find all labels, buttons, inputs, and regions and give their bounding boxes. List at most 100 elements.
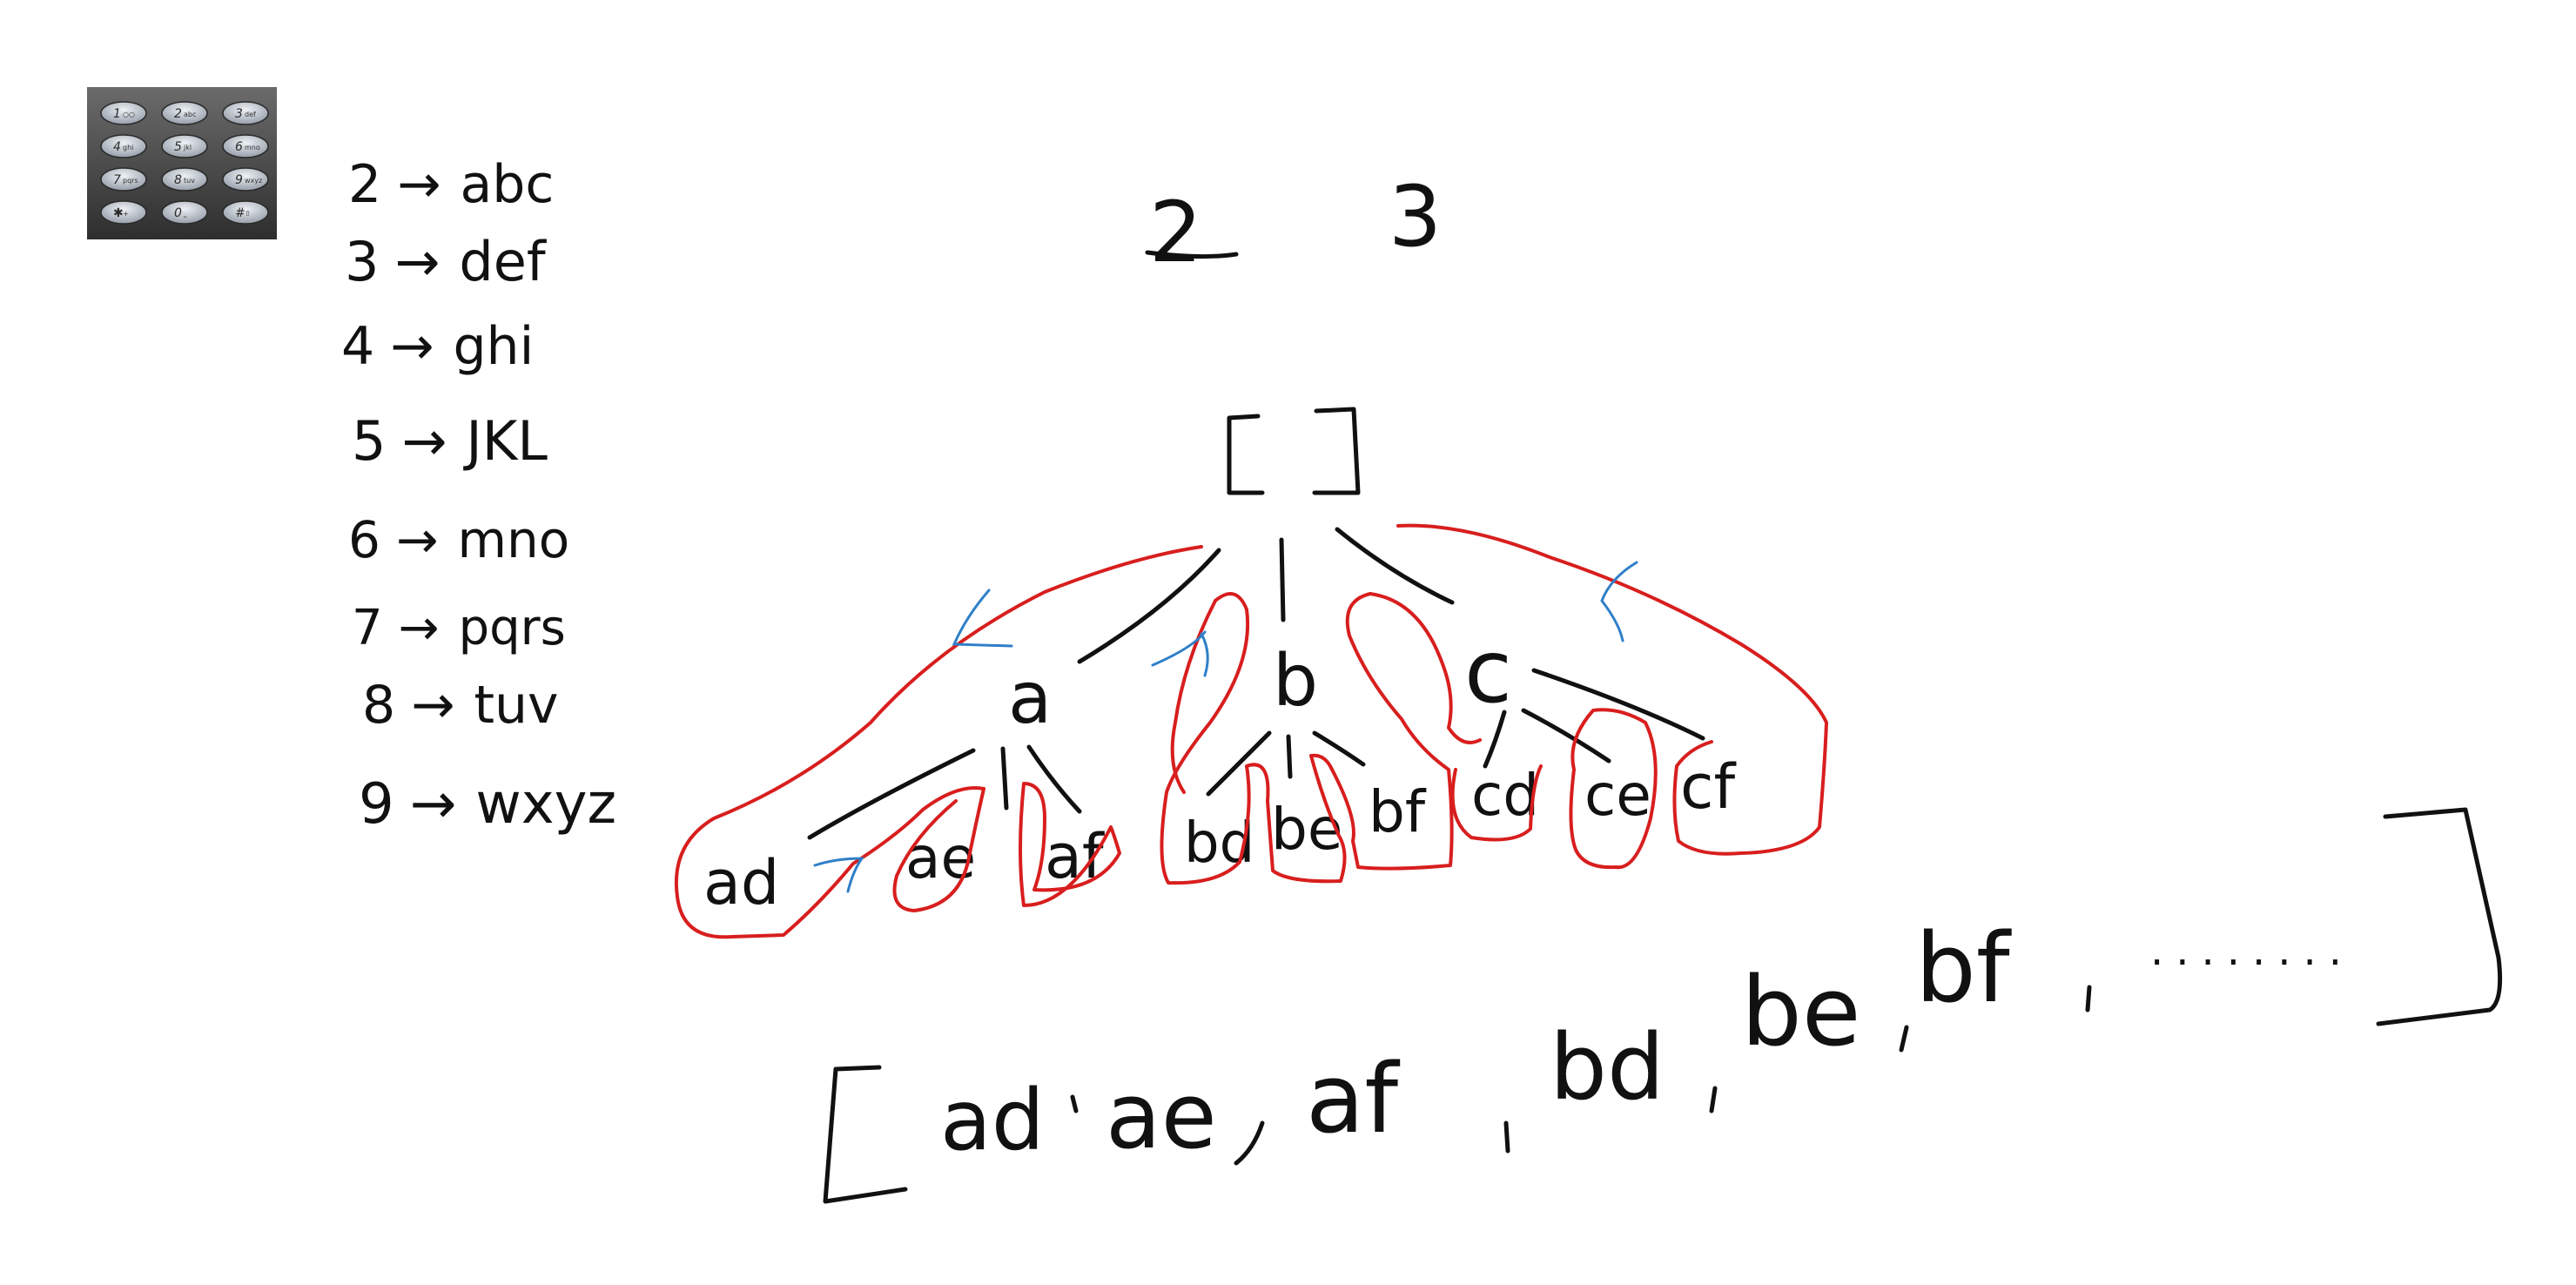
keypad-key-digit: 9 <box>235 173 243 187</box>
keypad-key-digit: 7 <box>113 173 121 187</box>
red-loop-root-a-ad <box>675 545 1203 939</box>
keypad-key-letters: ⇧ <box>245 210 251 218</box>
mapping-letters: pqrs <box>459 600 566 656</box>
keypad-key-face <box>100 167 147 192</box>
keypad-key-face <box>222 134 269 158</box>
branch-root-c <box>1335 527 1455 605</box>
mapping-row: 8→tuv <box>362 675 559 736</box>
result-item-ae: ae <box>1106 1063 1217 1169</box>
mapping-row: 9→wxyz <box>359 772 616 837</box>
branch-c-cd <box>1483 710 1507 769</box>
branch-root-a <box>1077 548 1221 664</box>
keypad-key: #⇧ <box>222 200 269 225</box>
red-loop-root-c-cf <box>1396 523 1828 856</box>
tree-leaf-cf: cf <box>1680 751 1736 823</box>
branch-c-cf <box>1531 668 1705 741</box>
mapping-digit: 5 <box>352 409 386 473</box>
tree-leaf-bf: bf <box>1369 778 1427 845</box>
mapping-letters: mno <box>458 510 570 569</box>
result-open-bracket <box>823 1065 908 1204</box>
blue-arrow-bottom <box>813 857 864 893</box>
keypad-key-letters: pqrs <box>123 177 138 185</box>
result-separator-2 <box>1234 1120 1265 1166</box>
blue-annotation-strokes <box>813 561 1638 893</box>
keypad-key: ✱+ <box>100 200 147 225</box>
keypad-key-letters: wxyz <box>245 177 262 185</box>
keypad-key-letters: abc <box>184 111 196 118</box>
tree-node-a: a <box>1008 657 1052 740</box>
result-item-ad: ad <box>940 1072 1045 1169</box>
mapping-letters: wxyz <box>475 772 616 837</box>
mapping-digit: 9 <box>359 772 394 837</box>
branch-b-bf <box>1312 730 1366 767</box>
mapping-digit: 4 <box>341 316 374 377</box>
branch-a-ad <box>807 748 976 840</box>
keypad-key-face <box>161 134 208 158</box>
tree-leaf-ae: ae <box>905 824 976 891</box>
keypad-key: 0⎵ <box>161 200 208 225</box>
keypad-key-digit: 2 <box>174 107 182 121</box>
keypad-key-letters: def <box>245 111 256 118</box>
mapping-digit: 6 <box>348 510 380 569</box>
mapping-arrow-icon: → <box>394 230 440 293</box>
mapping-digit: 3 <box>345 230 379 293</box>
keypad-key-letters: ○○ <box>123 111 135 118</box>
mapping-letters: abc <box>460 154 554 215</box>
mapping-arrow-icon: → <box>390 316 434 377</box>
mapping-arrow-icon: → <box>397 154 441 215</box>
mapping-row: 4→ghi <box>341 316 534 377</box>
branch-a-af <box>1026 744 1082 814</box>
result-item-bd: bd <box>1550 1014 1665 1120</box>
digit-letter-mapping: 2→abc3→def4→ghi5→JKL6→mno7→pqrs8→tuv9→wx… <box>341 154 616 837</box>
branch-c-ce <box>1521 708 1611 764</box>
blue-arrow-right <box>1600 561 1638 642</box>
keypad-key-digit: 3 <box>235 107 243 121</box>
keypad-key-face <box>161 101 208 125</box>
blue-arrow-left <box>952 589 1013 648</box>
result-list: ad ae af bd be bf ........ <box>823 807 2503 1204</box>
mapping-arrow-icon: → <box>399 600 440 656</box>
mapping-letters: def <box>459 230 548 293</box>
input-digit-second: 3 <box>1389 168 1442 266</box>
red-loop-af <box>1019 782 1121 907</box>
mapping-row: 2 → abc <box>348 154 554 215</box>
red-loop-ae <box>892 787 985 912</box>
mapping-arrow-icon: → <box>396 510 439 569</box>
keypad-key-letters: ghi <box>123 144 133 151</box>
keypad-key-letters: + <box>123 210 129 218</box>
red-loop-cd <box>1450 764 1543 842</box>
result-separator-6 <box>2085 985 2092 1013</box>
keypad-key-face <box>100 101 147 125</box>
mapping-arrow-icon: → <box>411 675 454 736</box>
red-loop-ce <box>1569 708 1658 870</box>
tree-node-c: c <box>1464 621 1512 723</box>
branch-a-ae <box>1000 746 1009 811</box>
keypad-key-digit: 8 <box>174 173 182 187</box>
keypad-key-digit: 6 <box>235 140 243 154</box>
mapping-digit: 2 <box>348 154 381 215</box>
root-left-bracket <box>1227 414 1265 495</box>
keypad-key-digit: 5 <box>174 140 182 154</box>
keypad-key-face <box>100 134 147 158</box>
result-separator-3 <box>1503 1120 1510 1154</box>
keypad-key-digit: 4 <box>113 140 121 154</box>
keypad-key-digit: 0 <box>174 206 182 220</box>
keypad-key-digit: # <box>235 206 245 220</box>
mapping-row: 6 → mno <box>348 510 569 569</box>
result-item-bf: bf <box>1915 912 2012 1024</box>
result-separator-5 <box>1899 1025 1909 1053</box>
input-digit-first: 2 <box>1149 184 1202 281</box>
branch-b-bd <box>1206 730 1272 797</box>
combination-tree: a b c ad ae af bd be bf cd ce cf <box>703 407 1736 918</box>
digit-underline-stroke <box>1145 250 1239 259</box>
root-right-bracket <box>1312 407 1361 495</box>
keypad-key-digit: ✱ <box>113 206 124 220</box>
